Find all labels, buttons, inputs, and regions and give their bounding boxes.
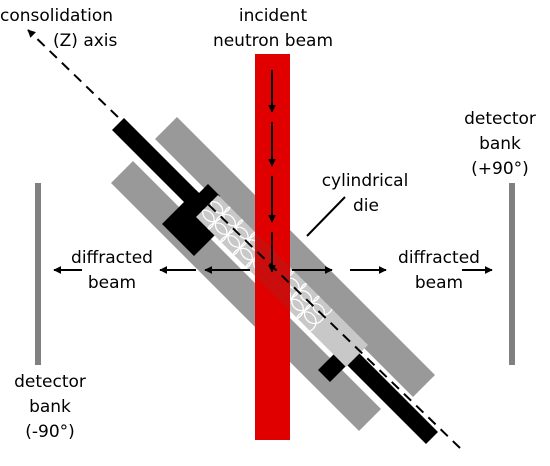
die-wall-upper (155, 117, 435, 397)
powder-particle (291, 290, 313, 312)
die-pointer-line (306, 196, 346, 237)
powder-particle (303, 302, 326, 325)
die-label-line1: cylindrical (322, 171, 409, 191)
diffracted-right-line2: beam (415, 273, 463, 293)
detector-bank-right (509, 183, 515, 365)
axis-label-line1: consolidation (0, 6, 113, 26)
powder-particle (214, 213, 237, 236)
detector-right-line3: (+90°) (471, 159, 529, 179)
powder-particle (202, 201, 224, 223)
detector-left-line3: (-90°) (25, 422, 75, 442)
diffracted-right-line1: diffracted (398, 248, 480, 268)
detector-left-line2: bank (29, 397, 71, 417)
axis-label-line2: (Z) axis (53, 31, 118, 51)
detector-left-line1: detector (14, 372, 86, 392)
beam-label-line1: incident (239, 6, 308, 26)
detector-right-line1: detector (464, 109, 536, 129)
detector-right-line2: bank (479, 134, 521, 154)
powder-particle (227, 226, 249, 248)
die-label-line2: die (353, 196, 379, 216)
consolidation-axis-line (27, 29, 461, 449)
detector-bank-left (35, 183, 41, 365)
diffracted-left-line1: diffracted (71, 248, 153, 268)
diffracted-left-line2: beam (88, 273, 136, 293)
beam-label-line2: neutron beam (213, 31, 333, 51)
